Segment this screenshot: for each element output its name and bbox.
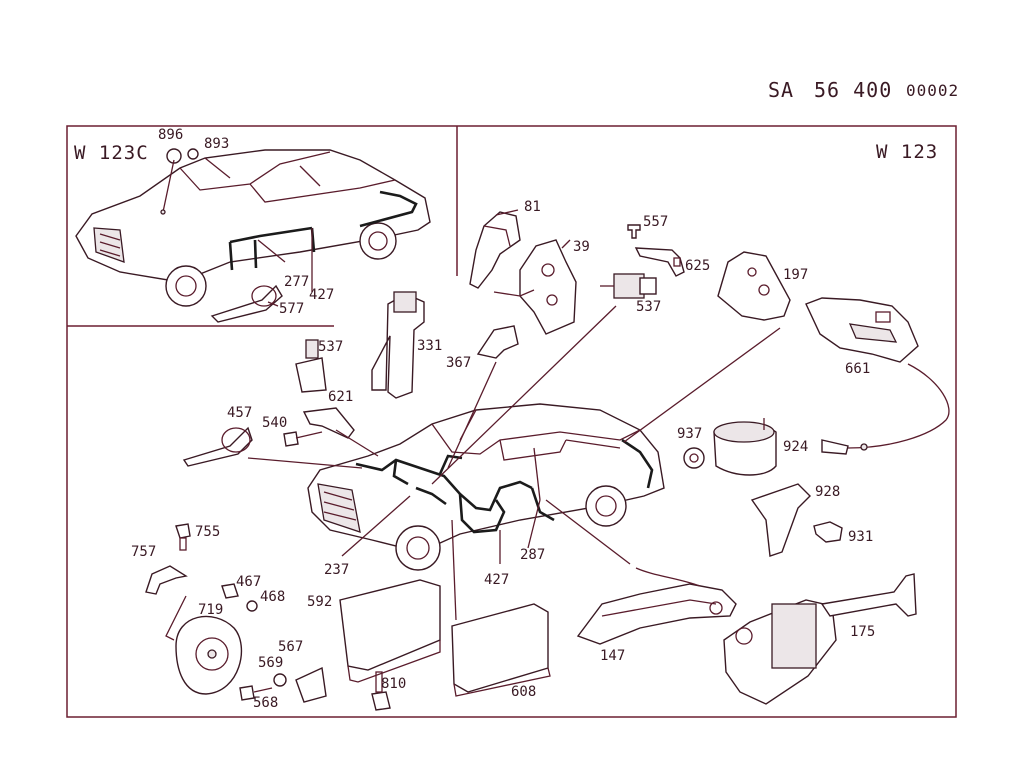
sheet-code-group: 56 400 — [814, 78, 893, 102]
callout-755: 755 — [195, 524, 221, 540]
callout-568: 568 — [253, 695, 279, 711]
leader-896 — [162, 159, 175, 213]
callout-567: 567 — [278, 639, 304, 655]
part-540-screw — [283, 431, 299, 447]
callout-331: 331 — [417, 338, 443, 354]
callout-924: 924 — [783, 439, 809, 455]
variant-label-sedan: W 123 — [876, 141, 939, 163]
part-757-bracket — [145, 565, 188, 595]
callout-621: 621 — [328, 389, 354, 405]
part-569-washer — [273, 673, 287, 687]
callout-896: 896 — [158, 127, 184, 143]
coupe-car-illustration — [75, 148, 431, 323]
part-331-bracket — [371, 293, 425, 399]
callout-569: 569 — [258, 655, 284, 671]
part-467-screw — [221, 583, 239, 599]
part-661-cable — [847, 363, 950, 449]
part-197-lock — [717, 251, 791, 321]
part-537-switch-left — [295, 357, 327, 393]
callout-661: 661 — [845, 361, 871, 377]
part-931-screw — [813, 521, 843, 543]
callout-540: 540 — [262, 415, 288, 431]
callout-928: 928 — [815, 484, 841, 500]
part-937-nut — [683, 447, 705, 469]
callout-427-sedan: 427 — [484, 572, 510, 588]
part-625-bracket — [634, 247, 685, 277]
diagram-frame — [66, 125, 957, 718]
part-592-bracket — [339, 579, 441, 671]
sheet-code-prefix: SA — [768, 78, 795, 102]
part-81-bracket — [469, 211, 521, 289]
part-608-bracket — [451, 603, 549, 693]
callout-592: 592 — [307, 594, 333, 610]
callout-457: 457 — [227, 405, 253, 421]
part-621-plate — [302, 407, 355, 439]
callout-175: 175 — [850, 624, 876, 640]
part-568-screw — [239, 685, 255, 701]
callout-719: 719 — [198, 602, 224, 618]
part-755-screw — [175, 523, 191, 539]
part-928-bracket — [750, 483, 811, 557]
callout-39: 39 — [573, 239, 590, 255]
callout-810: 810 — [381, 676, 407, 692]
callout-427-coupe: 427 — [309, 287, 335, 303]
callout-608: 608 — [511, 684, 537, 700]
callout-468: 468 — [260, 589, 286, 605]
part-537-switch — [613, 273, 645, 299]
callout-893: 893 — [204, 136, 230, 152]
sheet-code-sheet: 00002 — [906, 81, 960, 100]
callout-537-left: 537 — [318, 339, 344, 355]
callout-277: 277 — [284, 274, 310, 290]
part-367-bracket — [476, 325, 519, 359]
callout-367: 367 — [446, 355, 472, 371]
callout-625: 625 — [685, 258, 711, 274]
callout-537-right: 537 — [636, 299, 662, 315]
part-147-door-handle — [576, 583, 737, 645]
callout-937: 937 — [677, 426, 703, 442]
callout-237: 237 — [324, 562, 350, 578]
part-457-cable-tie — [182, 426, 253, 467]
callout-557: 557 — [643, 214, 669, 230]
callout-467: 467 — [236, 574, 262, 590]
callout-81: 81 — [524, 199, 541, 215]
sedan-car-illustration — [307, 403, 665, 571]
part-810-screw — [371, 691, 391, 711]
callout-931: 931 — [848, 529, 874, 545]
part-468-washer — [246, 600, 258, 612]
callout-757: 757 — [131, 544, 157, 560]
variant-label-coupe: W 123C — [74, 142, 149, 164]
part-567-plate — [295, 666, 327, 703]
callout-147: 147 — [600, 648, 626, 664]
part-39-lock — [519, 239, 577, 335]
callout-287: 287 — [520, 547, 546, 563]
callout-197: 197 — [783, 267, 809, 283]
callout-577: 577 — [279, 301, 305, 317]
